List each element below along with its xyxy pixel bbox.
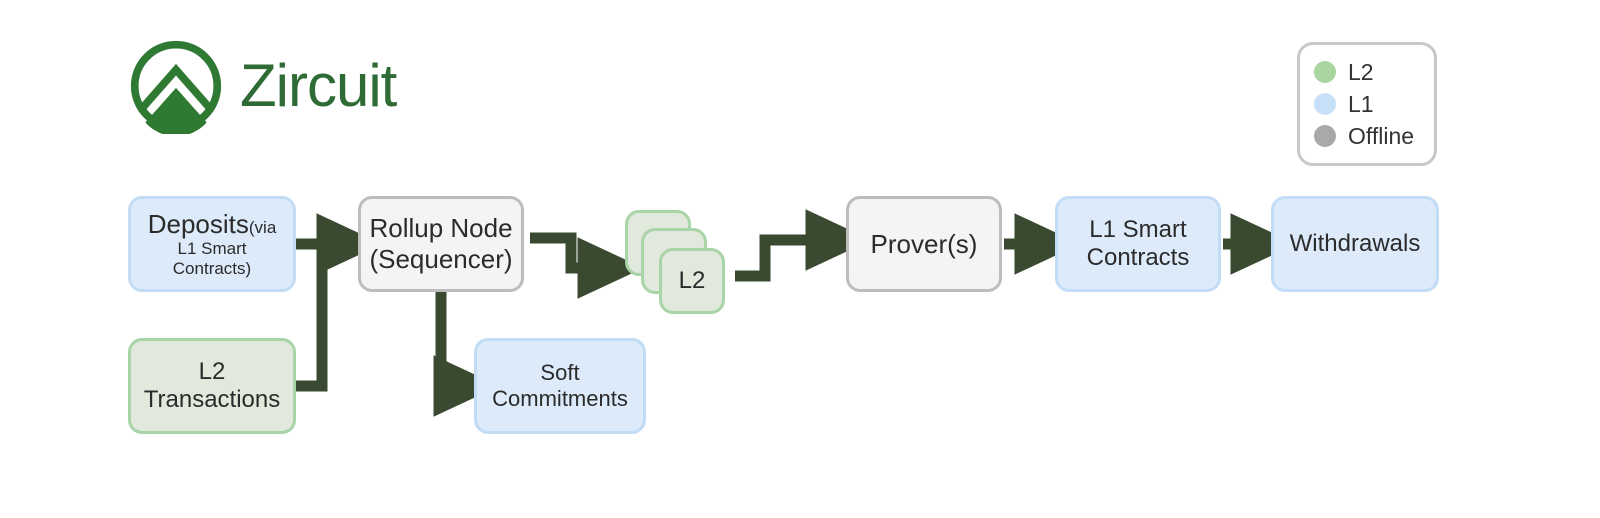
node-l1-smart-contracts-line2: Contracts <box>1086 244 1190 271</box>
node-rollup-node[interactable]: Rollup Node (Sequencer) <box>358 196 524 292</box>
node-l2-transactions-line1: L2 <box>198 357 226 385</box>
legend-label-l2: L2 <box>1348 58 1374 85</box>
node-l2-blocks-stack[interactable]: L2 <box>625 210 729 318</box>
node-rollup-node-label: Rollup Node (Sequencer) <box>369 213 512 274</box>
legend: L2 L1 Offline <box>1297 42 1437 166</box>
l2-block-card-front: L2 <box>659 248 725 314</box>
status-dot-icon <box>1314 61 1336 83</box>
node-withdrawals[interactable]: Withdrawals <box>1271 196 1439 292</box>
node-deposits[interactable]: Deposits(via L1 Smart Contracts) <box>128 196 296 292</box>
node-l1-smart-contracts[interactable]: L1 Smart Contracts <box>1055 196 1221 292</box>
node-l2-transactions[interactable]: L2 Transactions <box>128 338 296 434</box>
node-soft-commitments[interactable]: Soft Commitments <box>474 338 646 434</box>
node-rollup-node-line1: Rollup Node <box>369 213 513 244</box>
node-l2-transactions-label: L2 Transactions <box>144 358 281 415</box>
status-dot-icon <box>1314 93 1336 115</box>
edge-merge-trunk <box>296 238 328 392</box>
node-l1-smart-contracts-line1: L1 Smart <box>1089 215 1187 243</box>
status-dot-icon <box>1314 125 1336 147</box>
node-soft-commitments-line1: Soft <box>540 360 580 386</box>
edge-l2blocks-to-prover <box>735 209 872 282</box>
node-deposits-label-line2: L1 Smart Contracts) <box>172 239 252 279</box>
node-l2-blocks-label: L2 <box>678 267 706 294</box>
edge-rollup-to-soft <box>433 292 500 417</box>
legend-item-l1: L1 <box>1314 88 1420 120</box>
node-deposits-label: Deposits(via L1 Smart Contracts) <box>139 209 285 280</box>
node-deposits-label-main: Deposits <box>147 208 249 239</box>
node-l2-transactions-line2: Transactions <box>143 386 281 413</box>
node-soft-commitments-line2: Commitments <box>492 386 628 411</box>
edge-rollup-to-l2blocks <box>530 232 644 299</box>
node-rollup-node-line2: (Sequencer) <box>369 244 513 274</box>
legend-item-offline: Offline <box>1314 120 1420 152</box>
legend-label-l1: L1 <box>1348 90 1374 117</box>
brand-logo: Zircuit <box>128 38 397 134</box>
node-soft-commitments-label: Soft Commitments <box>492 360 628 412</box>
node-l1-smart-contracts-label: L1 Smart Contracts <box>1087 216 1190 273</box>
node-deposits-label-sub: (via <box>248 217 277 237</box>
legend-item-l2: L2 <box>1314 56 1420 88</box>
brand-name: Zircuit <box>240 52 397 119</box>
zircuit-mountain-circle-logo <box>130 40 222 134</box>
legend-label-offline: Offline <box>1348 122 1415 149</box>
node-withdrawals-label: Withdrawals <box>1289 229 1421 257</box>
node-provers-label: Prover(s) <box>870 228 978 259</box>
node-provers[interactable]: Prover(s) <box>846 196 1002 292</box>
